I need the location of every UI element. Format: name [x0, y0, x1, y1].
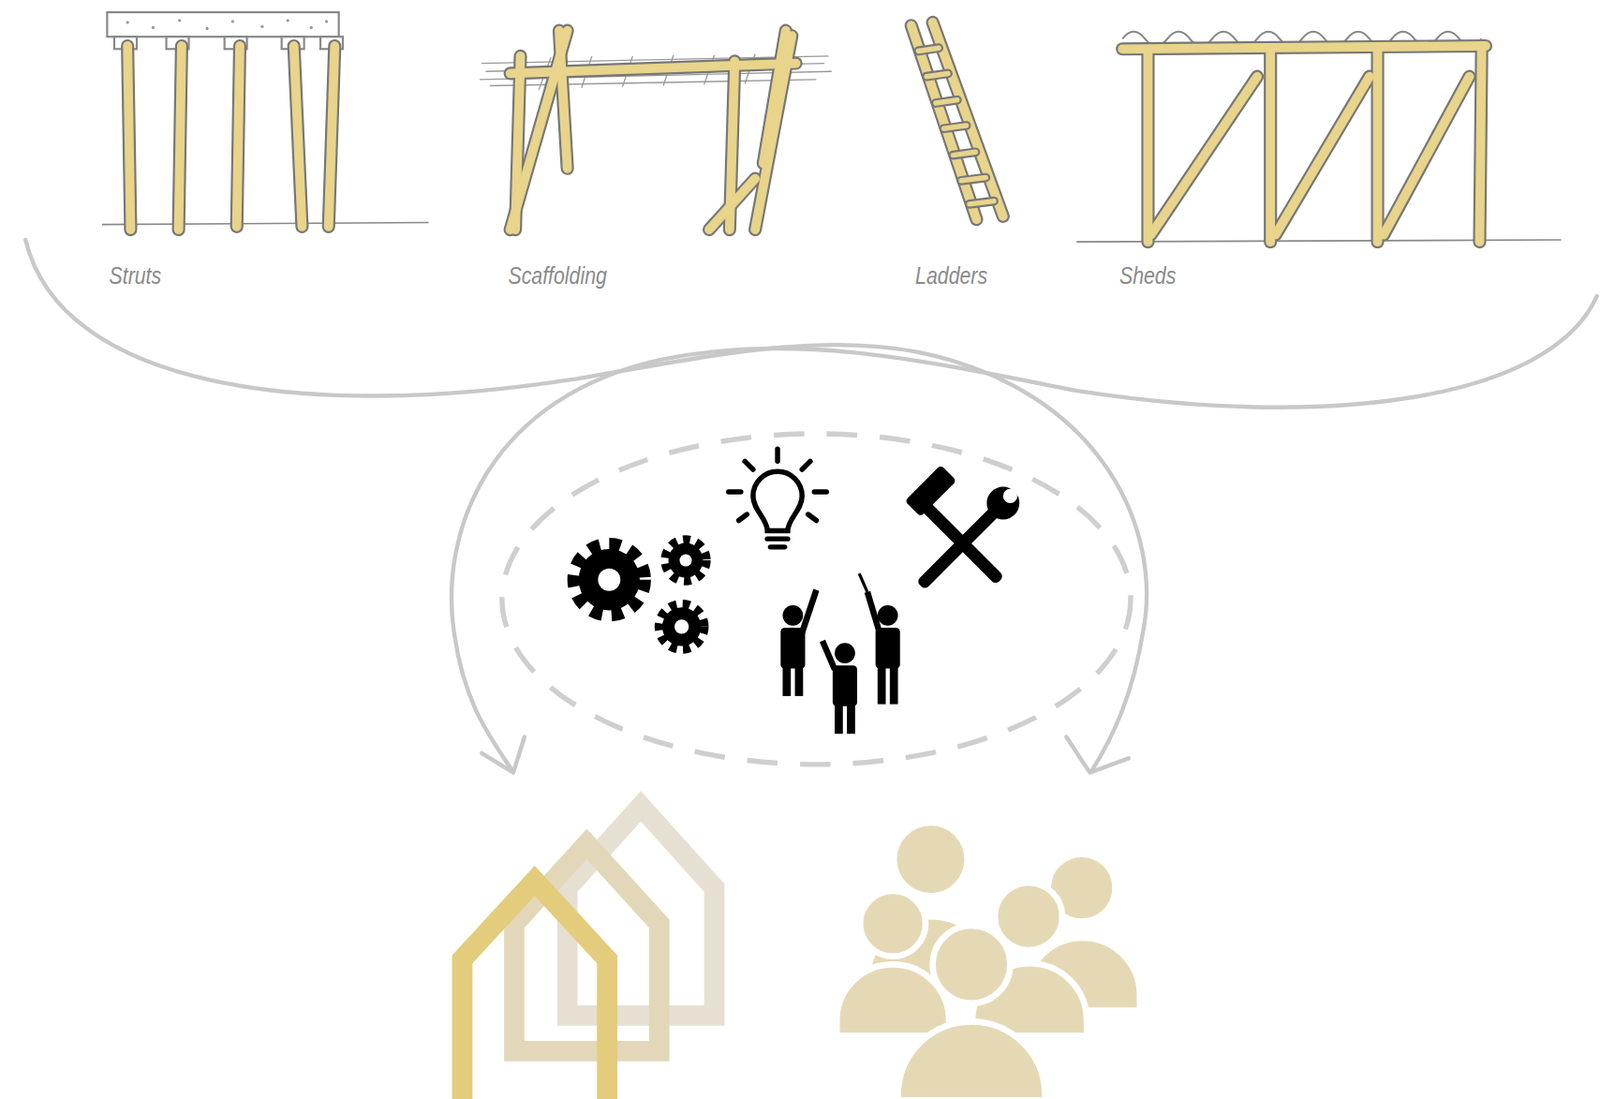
part-label: Scaffolding: [507, 262, 607, 290]
part-label: Sheds: [1119, 262, 1176, 290]
part-label: Ladders: [915, 262, 988, 290]
part-label: Struts: [109, 262, 163, 290]
